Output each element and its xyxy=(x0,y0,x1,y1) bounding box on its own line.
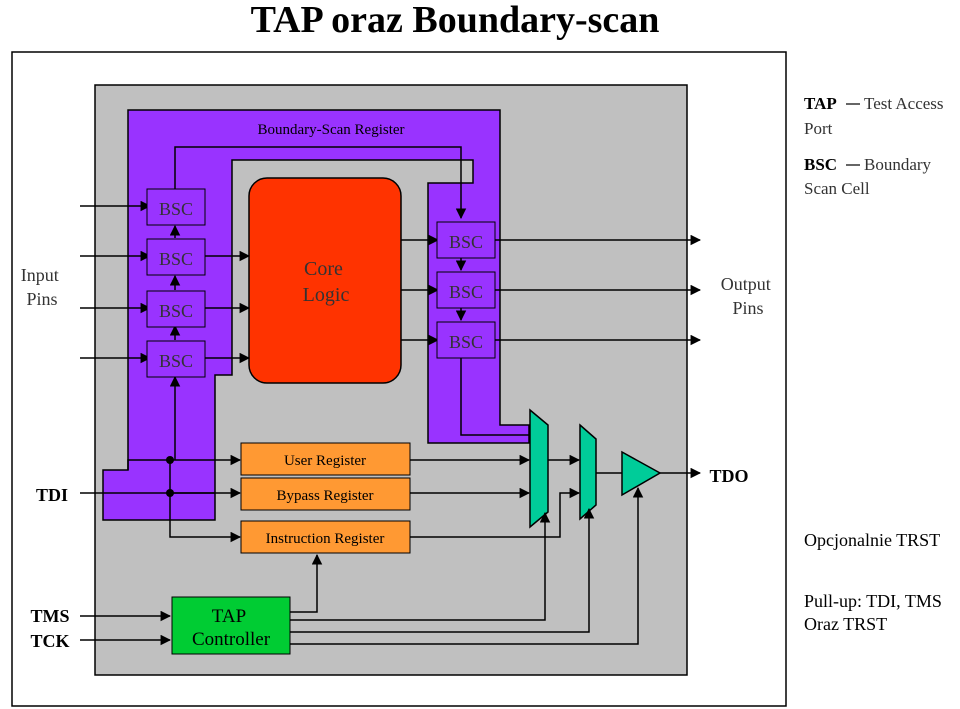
wire-tap-to-mux2 xyxy=(290,507,595,633)
tdo-label: TDO xyxy=(709,466,748,486)
bsc-label: BSC xyxy=(449,282,483,302)
tap-controller-label: TAP Controller xyxy=(192,606,271,650)
tap-controller: TAP Controller xyxy=(171,596,291,655)
mux-2 xyxy=(579,423,597,521)
wire-tap-to-buffer xyxy=(290,486,644,645)
wire-tap-to-mux1 xyxy=(290,511,551,621)
mux-1 xyxy=(529,408,549,529)
bsc-label: BSC xyxy=(159,199,193,219)
note-pullup: Pull-up: TDI, TMS Oraz TRST xyxy=(804,591,946,634)
core-logic-label: Core Logic xyxy=(303,258,350,306)
tms-label: TMS xyxy=(30,606,69,626)
bsc-label: BSC xyxy=(449,232,483,252)
boundary-scan-path xyxy=(102,109,530,521)
tdi-label: TDI xyxy=(36,485,68,505)
bsc-right-1: BSC xyxy=(436,221,496,259)
wire-tdi-to-instr-reg xyxy=(169,460,242,543)
instruction-register-label: Instruction Register xyxy=(266,531,385,547)
junction-dot xyxy=(166,456,174,464)
note-opcjonalnie-trst: Opcjonalnie TRST xyxy=(804,530,940,550)
bsc-left-3: BSC xyxy=(146,290,206,328)
legend-bsc-desc: Boundary Scan Cell xyxy=(804,155,935,198)
bsc-label: BSC xyxy=(159,351,193,371)
core-logic-block xyxy=(248,177,402,384)
legend-tap-abbr: TAP xyxy=(804,94,837,113)
wire-bsc-top-left xyxy=(174,146,467,220)
legend: TAP Test Access Port BSC Boundary Scan C… xyxy=(804,94,948,198)
wire-instr-reg-to-mux2 xyxy=(410,487,581,538)
instruction-register: Instruction Register xyxy=(240,520,411,554)
bsc-right-3: BSC xyxy=(436,321,496,359)
tck-label: TCK xyxy=(30,631,69,651)
user-register-label: User Register xyxy=(284,453,366,469)
page-title: TAP oraz Boundary-scan xyxy=(251,0,660,41)
bypass-register-label: Bypass Register xyxy=(276,488,373,504)
bsc-left-2: BSC xyxy=(146,238,206,276)
input-pins-label: Input Pins xyxy=(21,265,64,309)
legend-tap-desc: Test Access Port xyxy=(804,94,948,138)
bsc-label: BSC xyxy=(159,249,193,269)
junction-dot xyxy=(166,489,174,497)
wire-bsc-right-to-mux xyxy=(460,358,529,436)
bsc-left-1: BSC xyxy=(146,188,206,226)
wire-tdi-to-user-reg xyxy=(127,454,242,470)
bsc-left-4: BSC xyxy=(146,340,206,378)
bsc-label: BSC xyxy=(449,332,483,352)
output-pins-label: Output Pins xyxy=(721,274,776,318)
bsc-right-2: BSC xyxy=(436,271,496,309)
wire-tap-to-instr-reg xyxy=(290,553,323,613)
boundary-scan-register-label: Boundary-Scan Register xyxy=(257,122,404,138)
user-register: User Register xyxy=(240,442,411,476)
legend-bsc-abbr: BSC xyxy=(804,155,837,174)
bypass-register: Bypass Register xyxy=(240,477,411,511)
bsc-label: BSC xyxy=(159,301,193,321)
